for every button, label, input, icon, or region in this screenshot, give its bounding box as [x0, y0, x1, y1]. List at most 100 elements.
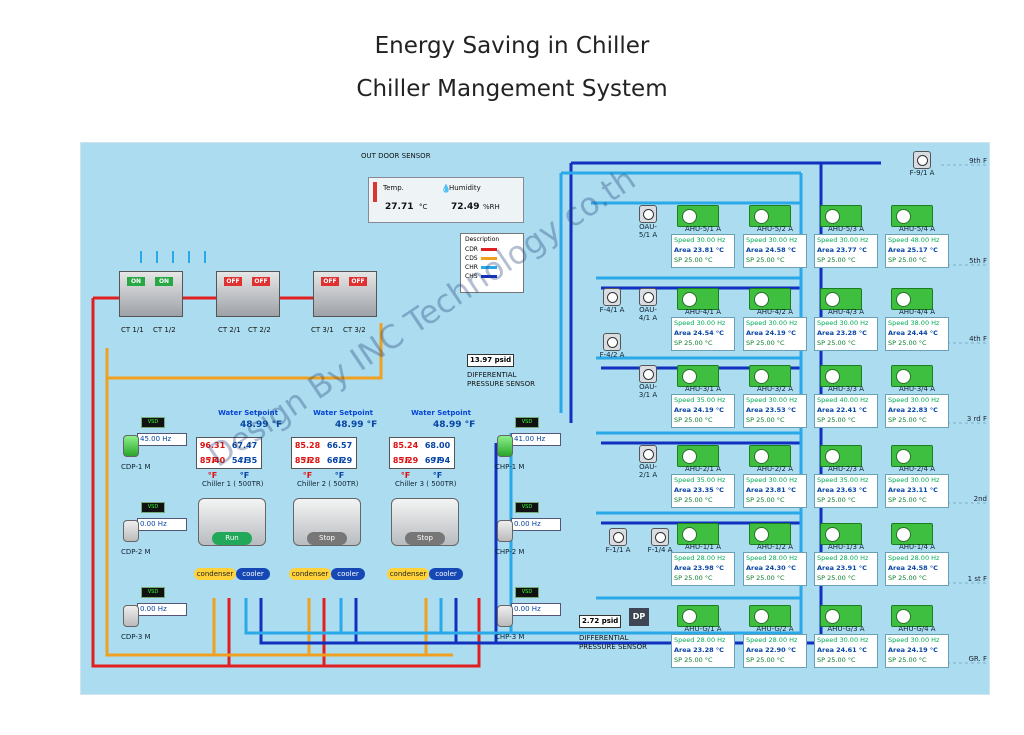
ahu-unit[interactable]: AHU-1/1 A Speed 28.00 Hz Area 23.98 °C S… — [671, 523, 735, 587]
ct-3-2-state[interactable]: OFF — [349, 277, 367, 286]
oau-unit-5[interactable]: F-4/2 A — [599, 333, 625, 361]
ahu-sp: 25.00 °C — [898, 656, 927, 664]
pipe-network — [91, 161, 989, 668]
ahu-speed-label: Speed — [817, 476, 838, 484]
ahu-unit[interactable]: AHU-5/2 A Speed 30.00 Hz Area 24.58 °C S… — [743, 205, 807, 269]
oau-unit-7[interactable]: OAU-2/1 A — [635, 445, 661, 479]
chiller-2-setpoint-label: Water Setpoint — [313, 409, 373, 417]
cdp-3-name: CDP-3 M — [121, 633, 151, 641]
humidity-unit: %RH — [483, 203, 500, 211]
chiller-2-name: Chiller 2 ( 500TR) — [297, 480, 359, 488]
ahu-sp: 25.00 °C — [756, 256, 785, 264]
ahu-speed: 30.00 Hz — [768, 319, 798, 327]
ahu-icon — [891, 205, 933, 227]
ct-2-2-label: CT 2/2 — [248, 326, 271, 334]
fan-icon — [639, 365, 657, 383]
oau-name: F-4/2 A — [599, 351, 625, 359]
pipe-legend: Description CDR CDS CHR CHS — [460, 233, 524, 293]
oau-unit-6[interactable]: OAU-3/1 A — [635, 365, 661, 399]
diff-pressure-top-label2: PRESSURE SENSOR — [467, 380, 535, 388]
ahu-unit[interactable]: AHU-4/4 A Speed 38.00 Hz Area 24.44 °C S… — [885, 288, 949, 352]
dp-badge: DP — [629, 608, 649, 626]
chiller-1-status-button[interactable]: Run — [212, 532, 252, 545]
ahu-speed-label: Speed — [817, 554, 838, 562]
ahu-unit[interactable]: AHU-3/3 A Speed 40.00 Hz Area 22.41 °C S… — [814, 365, 878, 429]
ahu-unit[interactable]: AHU-4/3 A Speed 30.00 Hz Area 23.28 °C S… — [814, 288, 878, 352]
chiller-2-chr: 66.57 °F — [326, 441, 353, 465]
ahu-unit[interactable]: AHU-2/2 A Speed 30.00 Hz Area 23.81 °C S… — [743, 445, 807, 509]
chp-2-pump-icon[interactable] — [497, 520, 513, 542]
chiller-3-status-button[interactable]: Stop — [405, 532, 445, 545]
ahu-unit[interactable]: AHU-1/3 A Speed 28.00 Hz Area 23.91 °C S… — [814, 523, 878, 587]
ahu-sp: 25.00 °C — [756, 416, 785, 424]
cdp-3-pump-icon[interactable] — [123, 605, 139, 627]
ahu-icon — [820, 605, 862, 627]
ahu-info: Speed 35.00 Hz Area 23.63 °C SP 25.00 °C — [814, 474, 878, 508]
ahu-unit[interactable]: AHU-2/1 A Speed 35.00 Hz Area 23.35 °C S… — [671, 445, 735, 509]
chp-2-vsd-badge: VSD — [515, 502, 539, 513]
chiller-2-status-button[interactable]: Stop — [307, 532, 347, 545]
ahu-unit[interactable]: AHU-G/1 A Speed 28.00 Hz Area 23.28 °C S… — [671, 605, 735, 669]
chiller-3-cooler: cooler — [429, 568, 463, 580]
ct-2-1-state[interactable]: OFF — [224, 277, 242, 286]
oau-unit-2[interactable]: OAU-5/1 A — [635, 205, 661, 239]
ahu-unit[interactable]: AHU-2/3 A Speed 35.00 Hz Area 23.63 °C S… — [814, 445, 878, 509]
ahu-unit[interactable]: AHU-3/4 A Speed 30.00 Hz Area 22.83 °C S… — [885, 365, 949, 429]
ahu-unit[interactable]: AHU-4/2 A Speed 30.00 Hz Area 24.19 °C S… — [743, 288, 807, 352]
ct-2-2-state[interactable]: OFF — [252, 277, 270, 286]
ct-3-1-state[interactable]: OFF — [321, 277, 339, 286]
ahu-icon — [820, 445, 862, 467]
oau-unit-8[interactable]: F-1/1 A — [605, 528, 631, 556]
ahu-sp: 25.00 °C — [756, 574, 785, 582]
ahu-unit[interactable]: AHU-1/4 A Speed 28.00 Hz Area 24.58 °C S… — [885, 523, 949, 587]
ahu-area-label: Area — [674, 329, 692, 337]
ahu-speed: 30.00 Hz — [768, 476, 798, 484]
oau-name: F-9/1 A — [909, 169, 935, 177]
ahu-unit[interactable]: AHU-3/2 A Speed 30.00 Hz Area 23.53 °C S… — [743, 365, 807, 429]
oau-unit-3[interactable]: F-4/1 A — [599, 288, 625, 316]
fan-icon — [754, 369, 769, 384]
ahu-unit[interactable]: AHU-5/4 A Speed 48.00 Hz Area 25.17 °C S… — [885, 205, 949, 269]
ahu-unit[interactable]: AHU-1/2 A Speed 28.00 Hz Area 24.30 °C S… — [743, 523, 807, 587]
ahu-unit[interactable]: AHU-G/4 A Speed 30.00 Hz Area 24.19 °C S… — [885, 605, 949, 669]
cdp-2-pump-icon[interactable] — [123, 520, 139, 542]
oau-unit-9[interactable]: F-1/4 A — [647, 528, 673, 556]
ahu-unit[interactable]: AHU-5/3 A Speed 30.00 Hz Area 23.77 °C S… — [814, 205, 878, 269]
chp-1-pump-icon[interactable] — [497, 435, 513, 457]
ahu-unit[interactable]: AHU-4/1 A Speed 30.00 Hz Area 24.54 °C S… — [671, 288, 735, 352]
cdp-1-pump-icon[interactable] — [123, 435, 139, 457]
ahu-sp: 25.00 °C — [827, 574, 856, 582]
ahu-unit[interactable]: AHU-G/3 A Speed 30.00 Hz Area 24.61 °C S… — [814, 605, 878, 669]
ahu-unit[interactable]: AHU-G/2 A Speed 28.00 Hz Area 22.90 °C S… — [743, 605, 807, 669]
ahu-area-label: Area — [674, 646, 692, 654]
ahu-sp-label: SP — [674, 656, 683, 664]
fan-icon — [639, 205, 657, 223]
ahu-speed: 30.00 Hz — [839, 319, 869, 327]
ahu-unit[interactable]: AHU-2/4 A Speed 30.00 Hz Area 23.11 °C S… — [885, 445, 949, 509]
ahu-area: 24.58 °C — [907, 564, 938, 572]
ct-1-2-state[interactable]: ON — [155, 277, 173, 286]
oau-unit-1[interactable]: F-9/1 A — [909, 151, 935, 179]
ahu-info: Speed 28.00 Hz Area 24.58 °C SP 25.00 °C — [885, 552, 949, 586]
ahu-unit[interactable]: AHU-5/1 A Speed 30.00 Hz Area 23.81 °C S… — [671, 205, 735, 269]
ahu-speed-label: Speed — [817, 636, 838, 644]
ct-1-1-state[interactable]: ON — [127, 277, 145, 286]
ahu-sp: 25.00 °C — [827, 496, 856, 504]
chiller-2-cooler: cooler — [331, 568, 365, 580]
fan-icon — [825, 369, 840, 384]
ahu-name: AHU-5/4 A — [899, 225, 935, 233]
ahu-sp: 25.00 °C — [756, 496, 785, 504]
chiller-1-name: Chiller 1 ( 500TR) — [202, 480, 264, 488]
ahu-name: AHU-3/4 A — [899, 385, 935, 393]
ahu-unit[interactable]: AHU-3/1 A Speed 35.00 Hz Area 24.19 °C S… — [671, 365, 735, 429]
oau-unit-4[interactable]: OAU-4/1 A — [635, 288, 661, 322]
legend-chs: CHS — [465, 273, 478, 280]
outdoor-sensor-title: OUT DOOR SENSOR — [361, 152, 431, 160]
ahu-area-label: Area — [888, 329, 906, 337]
ahu-sp-label: SP — [746, 656, 755, 664]
ahu-sp-label: SP — [746, 339, 755, 347]
chp-3-pump-icon[interactable] — [497, 605, 513, 627]
page-subtitle: Chiller Mangement System — [356, 76, 668, 102]
cdp-1-name: CDP-1 M — [121, 463, 151, 471]
fan-icon — [754, 609, 769, 624]
